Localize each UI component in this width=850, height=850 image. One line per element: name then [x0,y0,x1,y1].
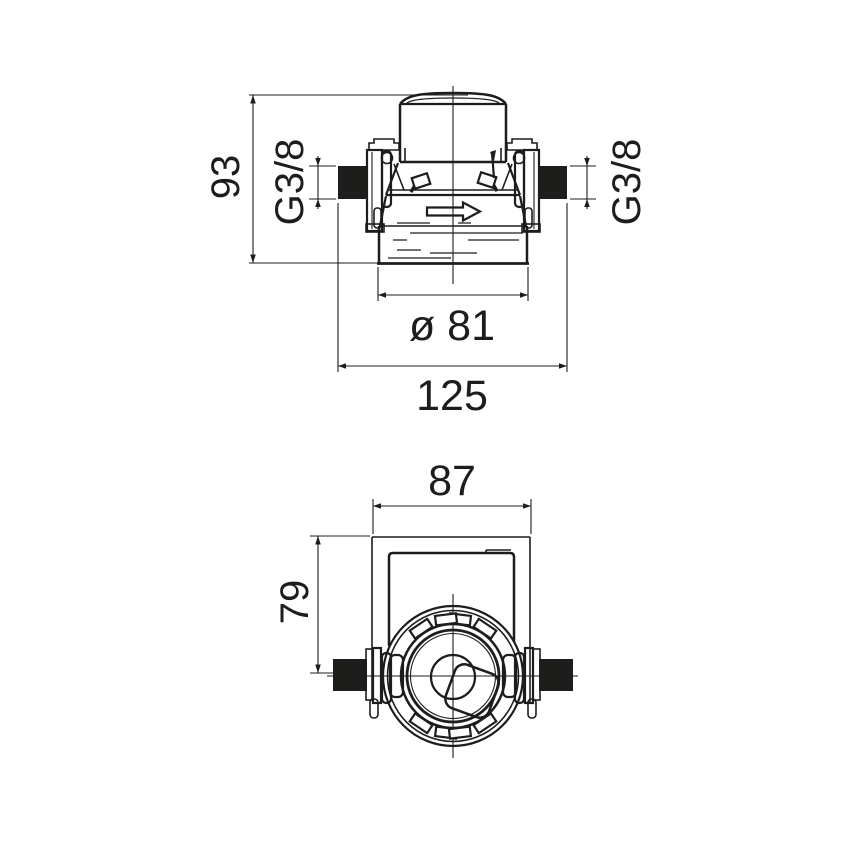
front-right-bracket [490,138,541,233]
flow-arrow-icon [425,200,483,223]
front-thread-left [338,166,366,199]
front-thread-right [540,166,567,199]
dimension-height-93: 93 [204,94,468,264]
plan-width-label: 87 [428,457,476,505]
plan-right-lug [501,653,518,699]
dimension-thread-right: G3/8 [570,139,649,226]
width-dim-label: 125 [416,372,488,420]
front-cap [398,91,508,164]
thread-left-label: G3/8 [268,139,312,226]
plan-right-bracket [501,646,573,719]
dimension-diameter-81: ø 81 [377,267,529,350]
plan-depth-label: 79 [273,580,317,625]
plan-spindle-circle [429,653,477,701]
swivel-right-icon [476,170,499,193]
plan-thread-right [539,659,573,691]
plan-ring-tabs [408,612,498,740]
dimension-width-87: 87 [372,457,532,534]
plan-left-lug [388,653,405,699]
diameter-dim-label: ø 81 [409,302,495,350]
thread-right-label: G3/8 [605,139,649,226]
dimension-thread-left: G3/8 [268,139,336,226]
front-view: 93 G3/8 G3/8 ø 81 [204,86,649,420]
dimension-depth-79: 79 [273,535,370,674]
front-pin-head [490,150,496,161]
plan-left-bracket [333,646,405,719]
plan-inner-bracket [387,549,516,646]
swivel-left-icon [409,171,432,194]
plan-thread-left [333,659,367,691]
dimension-width-125: 125 [337,203,568,420]
front-right-screw-icon [512,151,526,165]
height-dim-label: 93 [204,155,248,200]
plan-view: 87 79 [273,457,578,758]
front-left-screw-icon [380,151,394,165]
front-left-bracket [365,138,400,233]
plan-spindle-flat [444,663,500,719]
